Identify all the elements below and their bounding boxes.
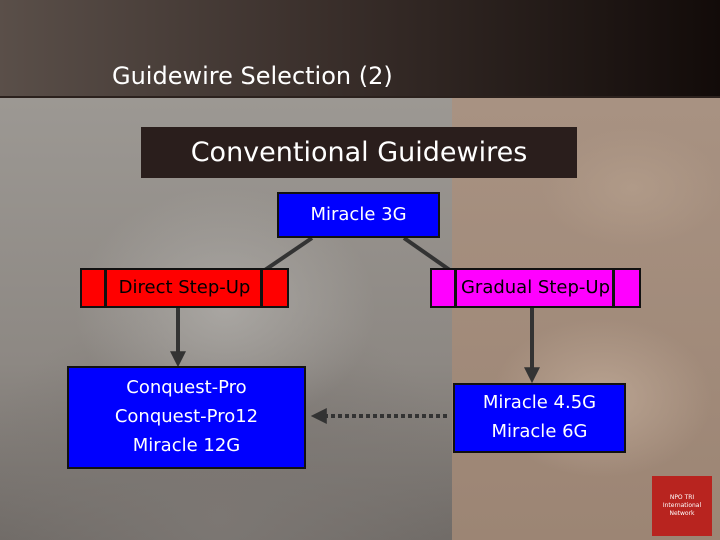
leaf-miracle-12g: Miracle 12G	[132, 434, 241, 456]
node-gradual-inner-bar-right	[612, 270, 615, 306]
logo-line-1: NPO TRI	[669, 493, 695, 501]
slide-title: Guidewire Selection (2)	[112, 62, 393, 90]
node-miracle-3g: Miracle 3G	[277, 192, 440, 238]
header-band	[0, 0, 720, 97]
node-gradual-step-up: Gradual Step-Up	[430, 268, 641, 308]
node-gradual-step-up-label: Gradual Step-Up	[460, 276, 611, 298]
node-miracle-3g-label: Miracle 3G	[310, 203, 407, 225]
node-direct-inner-bar-right	[260, 270, 263, 306]
node-direct-inner-bar-left	[104, 270, 107, 306]
node-direct-step-up: Direct Step-Up	[80, 268, 289, 308]
leaf-miracle-4-5g: Miracle 4.5G	[482, 392, 597, 414]
node-gradual-inner-bar-left	[454, 270, 457, 306]
diagram-heading: Conventional Guidewires	[141, 127, 577, 178]
logo-line-3: Network	[669, 510, 695, 518]
organization-logo: NPO TRI International Network	[652, 476, 712, 536]
node-miracle-group: Miracle 4.5G Miracle 6G	[453, 383, 626, 453]
node-direct-step-up-label: Direct Step-Up	[118, 276, 251, 298]
header-divider	[0, 96, 720, 98]
logo-line-2: International	[662, 501, 702, 509]
node-conquest-group: Conquest-Pro Conquest-Pro12 Miracle 12G	[67, 366, 306, 469]
leaf-conquest-pro: Conquest-Pro	[126, 377, 247, 399]
leaf-miracle-6g: Miracle 6G	[491, 421, 588, 442]
leaf-conquest-pro12: Conquest-Pro12	[114, 406, 259, 428]
